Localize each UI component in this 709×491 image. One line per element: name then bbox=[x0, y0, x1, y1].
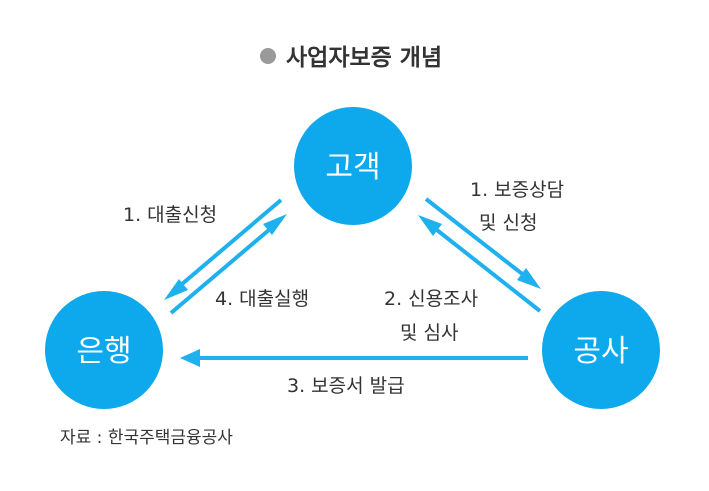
label-credit-review-line2: 및 심사 bbox=[400, 322, 458, 344]
arrow-credit-review-head bbox=[418, 215, 442, 236]
label-credit-review-line1: 2. 신용조사 bbox=[384, 288, 478, 310]
source-note: 자료 : 한국주택금융공사 bbox=[60, 428, 233, 448]
arrow-loan-execution-head bbox=[263, 214, 287, 235]
arrows bbox=[164, 197, 542, 367]
node-corporation: 공사 bbox=[542, 291, 660, 409]
title-bullet-icon bbox=[260, 48, 276, 64]
label-guarantee-consult-line2: 및 신청 bbox=[479, 212, 537, 234]
arrow-guarantee-consult bbox=[424, 197, 532, 282]
node-customer-label: 고객 bbox=[325, 150, 380, 185]
node-corporation-circle bbox=[542, 291, 660, 409]
node-corporation-label: 공사 bbox=[573, 334, 628, 369]
node-customer-circle bbox=[294, 107, 412, 225]
diagram-title: 사업자보증 개념 bbox=[286, 45, 442, 71]
node-bank: 은행 bbox=[45, 291, 163, 409]
arrow-loan-execution bbox=[169, 222, 278, 315]
arrow-guarantee-issue-head bbox=[180, 349, 200, 367]
label-guarantee-consult-line1: 1. 보증상담 bbox=[470, 179, 564, 201]
arrow-credit-review bbox=[426, 221, 542, 313]
arrow-loan-application-head bbox=[164, 279, 188, 300]
node-bank-label: 은행 bbox=[76, 334, 131, 369]
label-loan-application: 1. 대출신청 bbox=[123, 204, 217, 226]
arrow-loan-application bbox=[173, 198, 283, 292]
arrow-guarantee-consult-head bbox=[517, 268, 541, 289]
node-customer: 고객 bbox=[294, 107, 412, 225]
node-bank-circle bbox=[45, 291, 163, 409]
label-guarantee-issue: 3. 보증서 발급 bbox=[287, 375, 405, 397]
label-loan-execution: 4. 대출실행 bbox=[215, 288, 309, 310]
